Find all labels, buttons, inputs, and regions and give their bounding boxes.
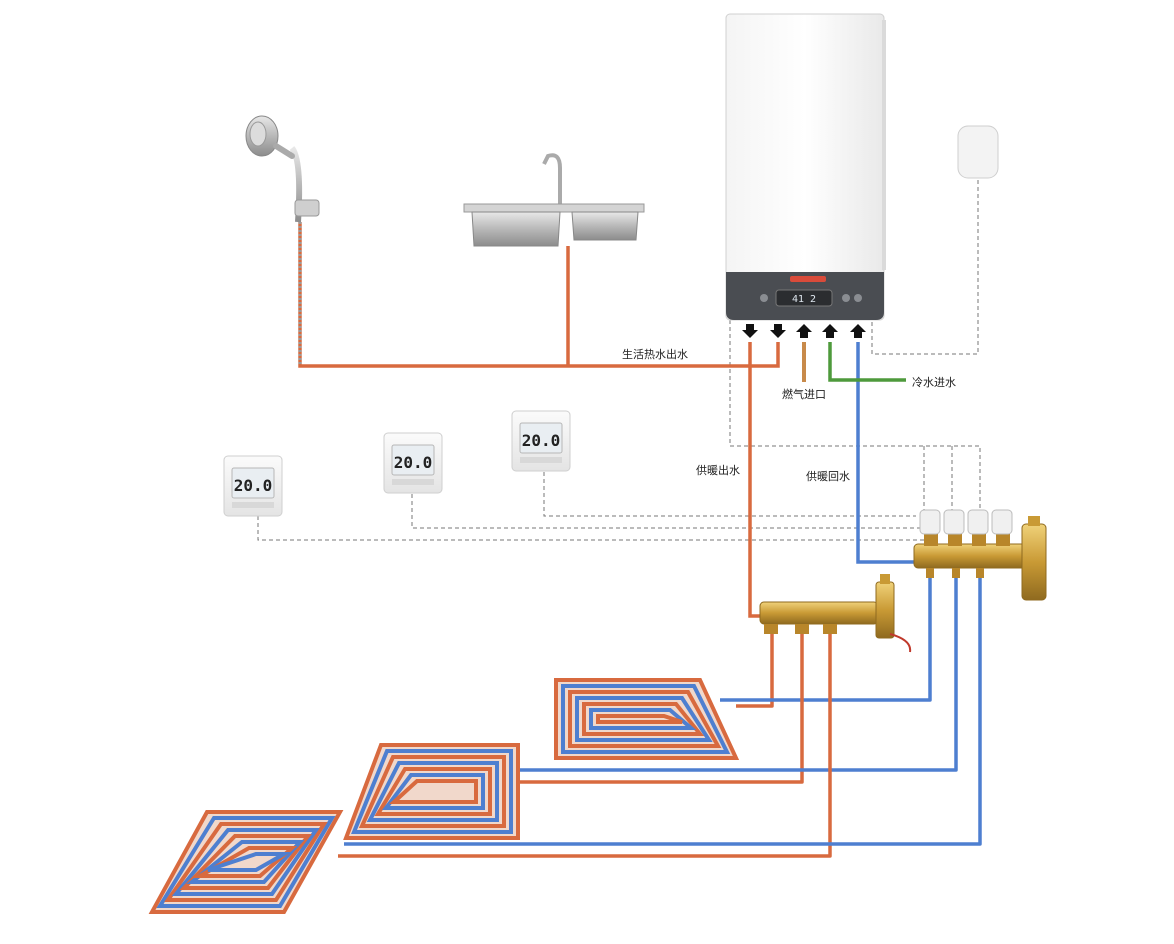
heat-return-label: 供暖回水 xyxy=(806,470,850,483)
gas-port-icon xyxy=(796,324,812,338)
dhw-port-icon xyxy=(770,324,786,338)
boiler-icon xyxy=(725,13,886,321)
heat-supply-label: 供暖出水 xyxy=(696,464,740,477)
thermostat-1 xyxy=(223,455,283,517)
shower-icon xyxy=(245,115,320,364)
gas-in-label: 燃气进口 xyxy=(782,388,826,401)
floor-loop-2 xyxy=(343,743,520,840)
loop3-return-pipe xyxy=(720,570,932,702)
cold-in-label: 冷水进水 xyxy=(912,376,956,389)
heat-return-port-icon xyxy=(850,324,866,338)
loop1-supply-pipe xyxy=(338,632,832,858)
loop1-return-pipe xyxy=(344,570,982,846)
room-sensor-icon xyxy=(957,125,999,179)
heat-supply-port-icon xyxy=(742,324,758,338)
supply-manifold-icon xyxy=(759,574,912,653)
cold-water-pipe xyxy=(828,342,906,382)
floor-loop-3 xyxy=(554,678,740,760)
loop3-supply-pipe xyxy=(736,632,774,708)
loop2-supply-pipe xyxy=(520,632,804,784)
cold-port-icon xyxy=(822,324,838,338)
return-manifold-icon xyxy=(913,509,1047,601)
boiler-port-icons xyxy=(742,324,866,338)
floor-loop-1 xyxy=(148,810,344,914)
heat-return-pipe xyxy=(856,342,916,564)
boiler-display: 41 2 xyxy=(792,294,816,305)
heat-supply-pipe xyxy=(748,342,766,618)
sink-icon xyxy=(463,153,645,247)
loop2-return-pipe xyxy=(520,570,958,772)
thermostat-3-temp: 20.0 xyxy=(522,431,561,450)
dhw-out-label: 生活热水出水 xyxy=(622,348,688,361)
thermostat-2 xyxy=(383,432,443,494)
thermostat-2-temp: 20.0 xyxy=(394,453,433,472)
thermostat-3 xyxy=(511,410,571,472)
thermostat-1-temp: 20.0 xyxy=(234,476,273,495)
